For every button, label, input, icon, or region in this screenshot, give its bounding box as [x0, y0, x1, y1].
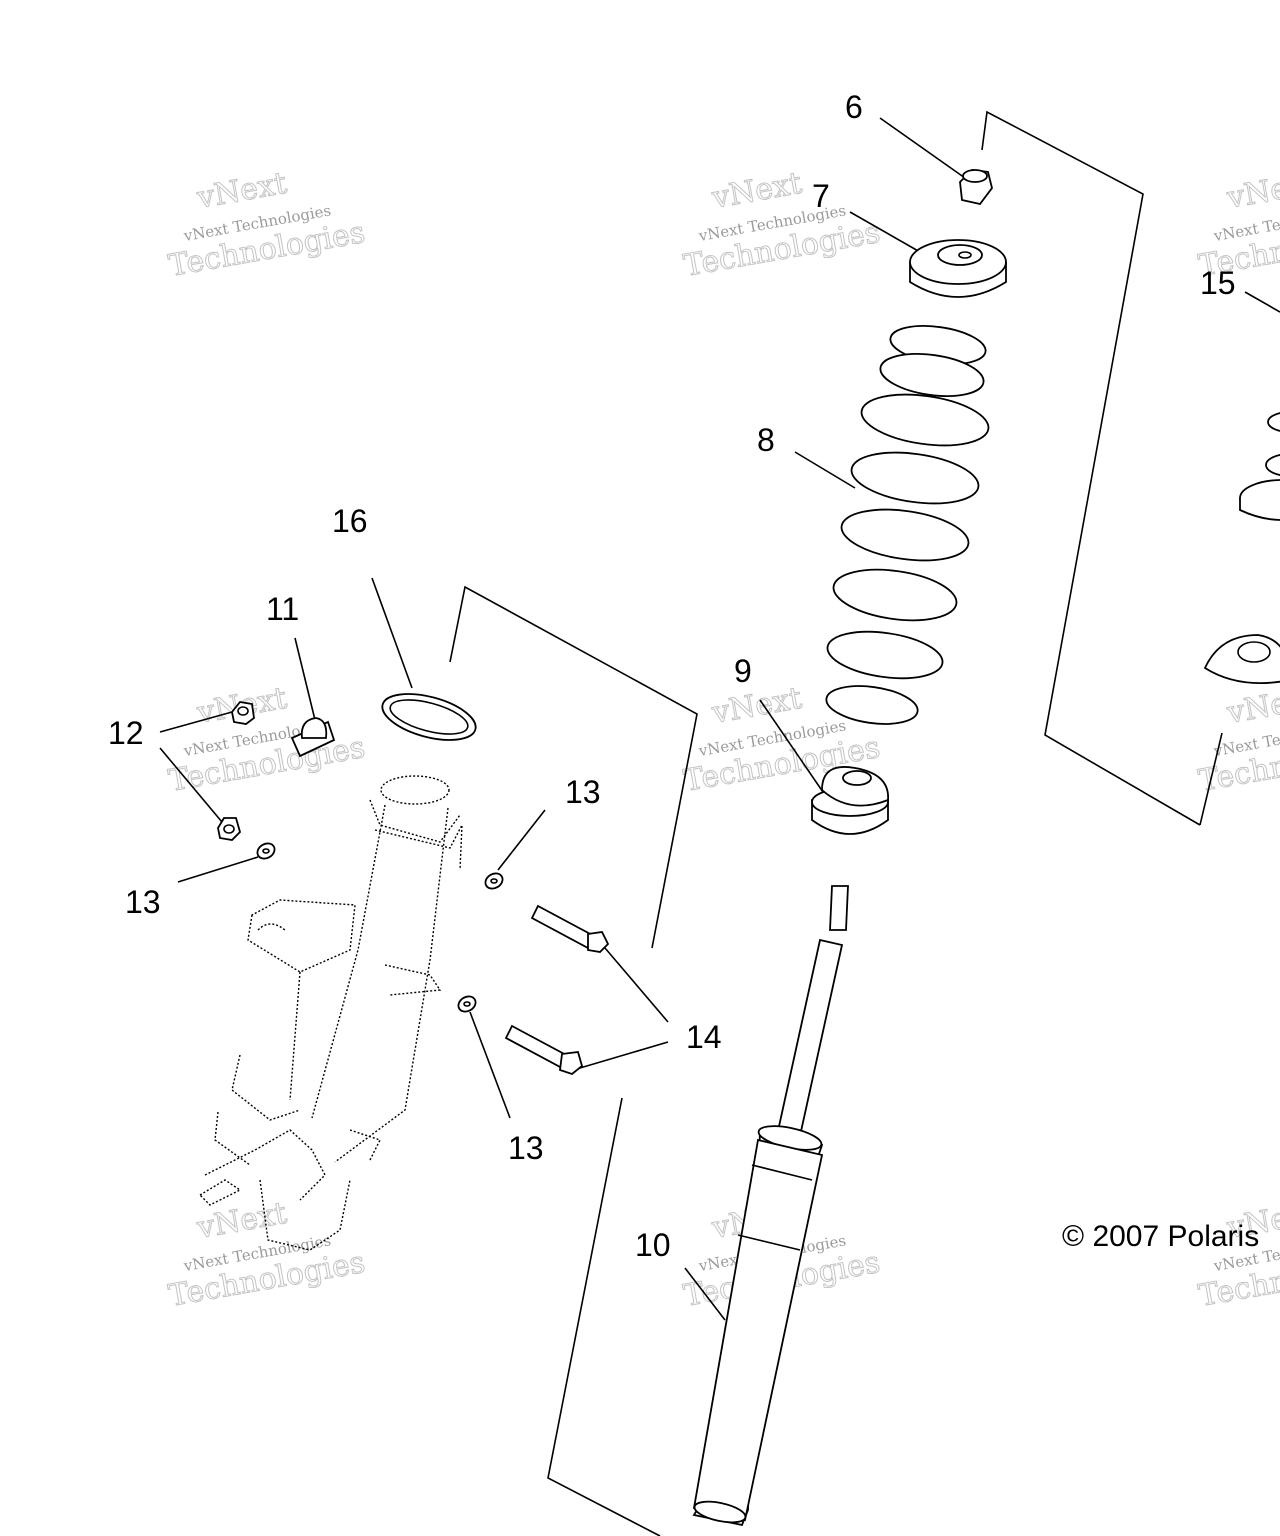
callout-9: 9: [734, 653, 752, 689]
callout-12: 12: [108, 715, 144, 751]
bracket-right-lower: [1199, 732, 1223, 826]
part-washers: [256, 842, 504, 1013]
bracket-shock-group: [449, 585, 698, 949]
group-brackets: [449, 110, 1223, 1536]
watermark-arc: vNext: [709, 166, 805, 216]
bracket-shock-lower: [547, 1097, 661, 1536]
part-group-15-partial: [1203, 412, 1280, 685]
bracket-top-right: [981, 110, 1201, 826]
copyright-text: © 2007 Polaris: [1062, 1220, 1259, 1253]
leader-13b: [497, 809, 546, 871]
watermark-arc: vNext: [1224, 681, 1280, 731]
part-bump-stop: [811, 766, 889, 835]
part-bolts: [504, 904, 610, 1076]
callout-7: 7: [812, 178, 830, 214]
watermark: vNext vNext Technologies Technologies: [681, 165, 884, 284]
part-coil-spring: [825, 325, 990, 725]
callout-10: 10: [635, 1227, 671, 1263]
watermark-arc: vNext: [1224, 166, 1280, 216]
callout-15: 15: [1200, 265, 1236, 301]
leader-10: [684, 1267, 726, 1321]
leader-8: [794, 451, 856, 489]
leader-7: [849, 211, 921, 253]
watermark: vNext vNext Technologies Technologies: [166, 1195, 369, 1314]
callout-6: 6: [845, 89, 863, 125]
watermark: vNext vNext Technologies Technologies: [166, 165, 369, 284]
part-strut-housing: [198, 775, 463, 1251]
part-nuts: [217, 701, 255, 841]
leader-12a: [159, 711, 233, 733]
leader-14a: [604, 947, 669, 1023]
callout-8: 8: [757, 422, 775, 458]
watermark-arc: vNext: [194, 166, 290, 216]
leader-lines: [159, 117, 1280, 1321]
part-o-ring: [381, 693, 477, 741]
leader-12b: [159, 747, 223, 823]
leader-9: [759, 699, 826, 796]
leader-11: [294, 637, 316, 721]
watermark-arc: vNext: [709, 681, 805, 731]
callout-13: 13: [125, 884, 161, 920]
callout-11: 11: [266, 591, 299, 627]
leader-15: [1244, 291, 1280, 313]
part-nut: [959, 169, 993, 206]
callout-13: 13: [508, 1130, 544, 1166]
part-clip: [290, 717, 336, 758]
part-shock-absorber: [692, 885, 849, 1527]
part-spring-seat: [909, 239, 1007, 298]
callout-13: 13: [565, 774, 601, 810]
callout-14: 14: [686, 1019, 722, 1055]
leader-14b: [579, 1041, 669, 1069]
leader-13c: [469, 1011, 511, 1119]
leader-16: [371, 577, 413, 689]
watermark: vNext vNext Technologies Technologies: [1196, 680, 1280, 799]
watermark-arc: vNext: [194, 1196, 290, 1246]
callouts: 6 7 8 9 10 11 12 13 13 13 14 15 16: [108, 89, 1236, 1263]
leader-6: [879, 117, 966, 179]
callout-16: 16: [332, 503, 368, 539]
leader-13a: [177, 856, 259, 883]
